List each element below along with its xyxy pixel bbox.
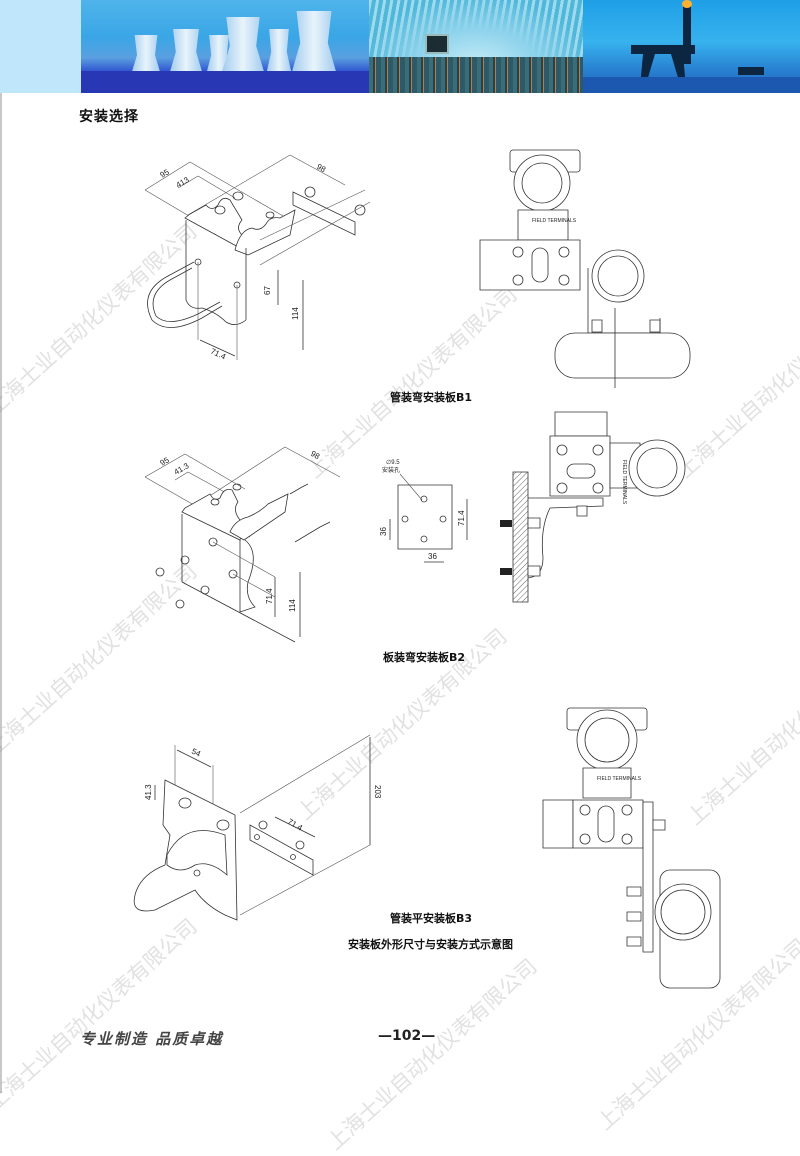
figure-summary-caption: 安装板外形尺寸与安装方式示意图: [348, 938, 513, 951]
dim-b2-slot: 41.3: [173, 461, 191, 477]
page-left-border: [0, 93, 2, 1093]
offshore-oil-rig-photo: [583, 0, 800, 93]
b1-bracket-drawing: 71.4 67 114 95 413 98: [130, 140, 390, 362]
caption-b2: 板装弯安装板B2: [383, 651, 466, 664]
dim-b1-bolt-spacing: 71.4: [209, 347, 227, 362]
page-number: —102—: [378, 1028, 436, 1044]
mounting-hole-label: 安装孔: [382, 466, 400, 474]
section-title: 安装选择: [79, 109, 139, 125]
dim-b1-slot: 413: [175, 175, 192, 190]
b1-field-terminals-label: FIELD TERMINALS: [532, 218, 577, 224]
b3-field-terminals-label: FIELD TERMINALS: [597, 776, 642, 782]
b2-bracket-drawing: 71.4 114 95 41.3 98: [140, 432, 360, 642]
dim-hole-left-offset: 36: [379, 527, 388, 536]
hole-diameter-label: ∅9.5: [386, 459, 400, 466]
dim-b2-width-top: 95: [159, 455, 172, 468]
dim-hole-vertical: 71.4: [457, 510, 466, 526]
caption-b1: 管装弯安装板B1: [390, 391, 473, 404]
dim-b2-height: 114: [288, 599, 297, 612]
dim-b3-hole-spacing: 54: [190, 747, 202, 759]
dim-b1-height: 114: [291, 307, 300, 320]
cooling-towers-photo: [81, 0, 369, 93]
b2-hole-pattern-diagram: ∅9.5 安装孔 71.4 36 36: [379, 459, 482, 572]
dim-b2-depth: 98: [309, 449, 322, 462]
banner-pale-strip: [0, 0, 81, 93]
b1-transmitter-pipe-mount: FIELD TERMINALS: [470, 148, 700, 388]
dim-hole-bottom-spacing: 36: [428, 552, 437, 561]
footer-slogan: 专业制造 品质卓越: [80, 1030, 224, 1048]
dim-b2-height-inner: 71.4: [265, 588, 274, 604]
header-banner: [0, 0, 800, 93]
watermark: 上海士业自动化仪表有限公司: [0, 914, 202, 1115]
dim-b1-height-inner: 67: [263, 286, 272, 295]
dim-b1-depth: 98: [315, 162, 328, 175]
b3-bracket-drawing: 54 41.3 203 71.4: [125, 725, 382, 935]
b3-transmitter-pipe-mount: FIELD TERMINALS: [535, 702, 735, 992]
watermark: 上海士业自动化仪表有限公司: [322, 954, 542, 1155]
b2-field-terminals-label: FIELD TERMINALS: [621, 460, 627, 505]
dim-b3-length: 203: [373, 785, 382, 799]
b2-transmitter-panel-mount: FIELD TERMINALS: [500, 408, 695, 608]
caption-b3: 管装平安装板B3: [390, 912, 473, 925]
dim-b3-offset: 41.3: [144, 784, 153, 800]
control-room-photo: [369, 0, 583, 93]
dim-b1-width-top: 95: [159, 167, 172, 180]
